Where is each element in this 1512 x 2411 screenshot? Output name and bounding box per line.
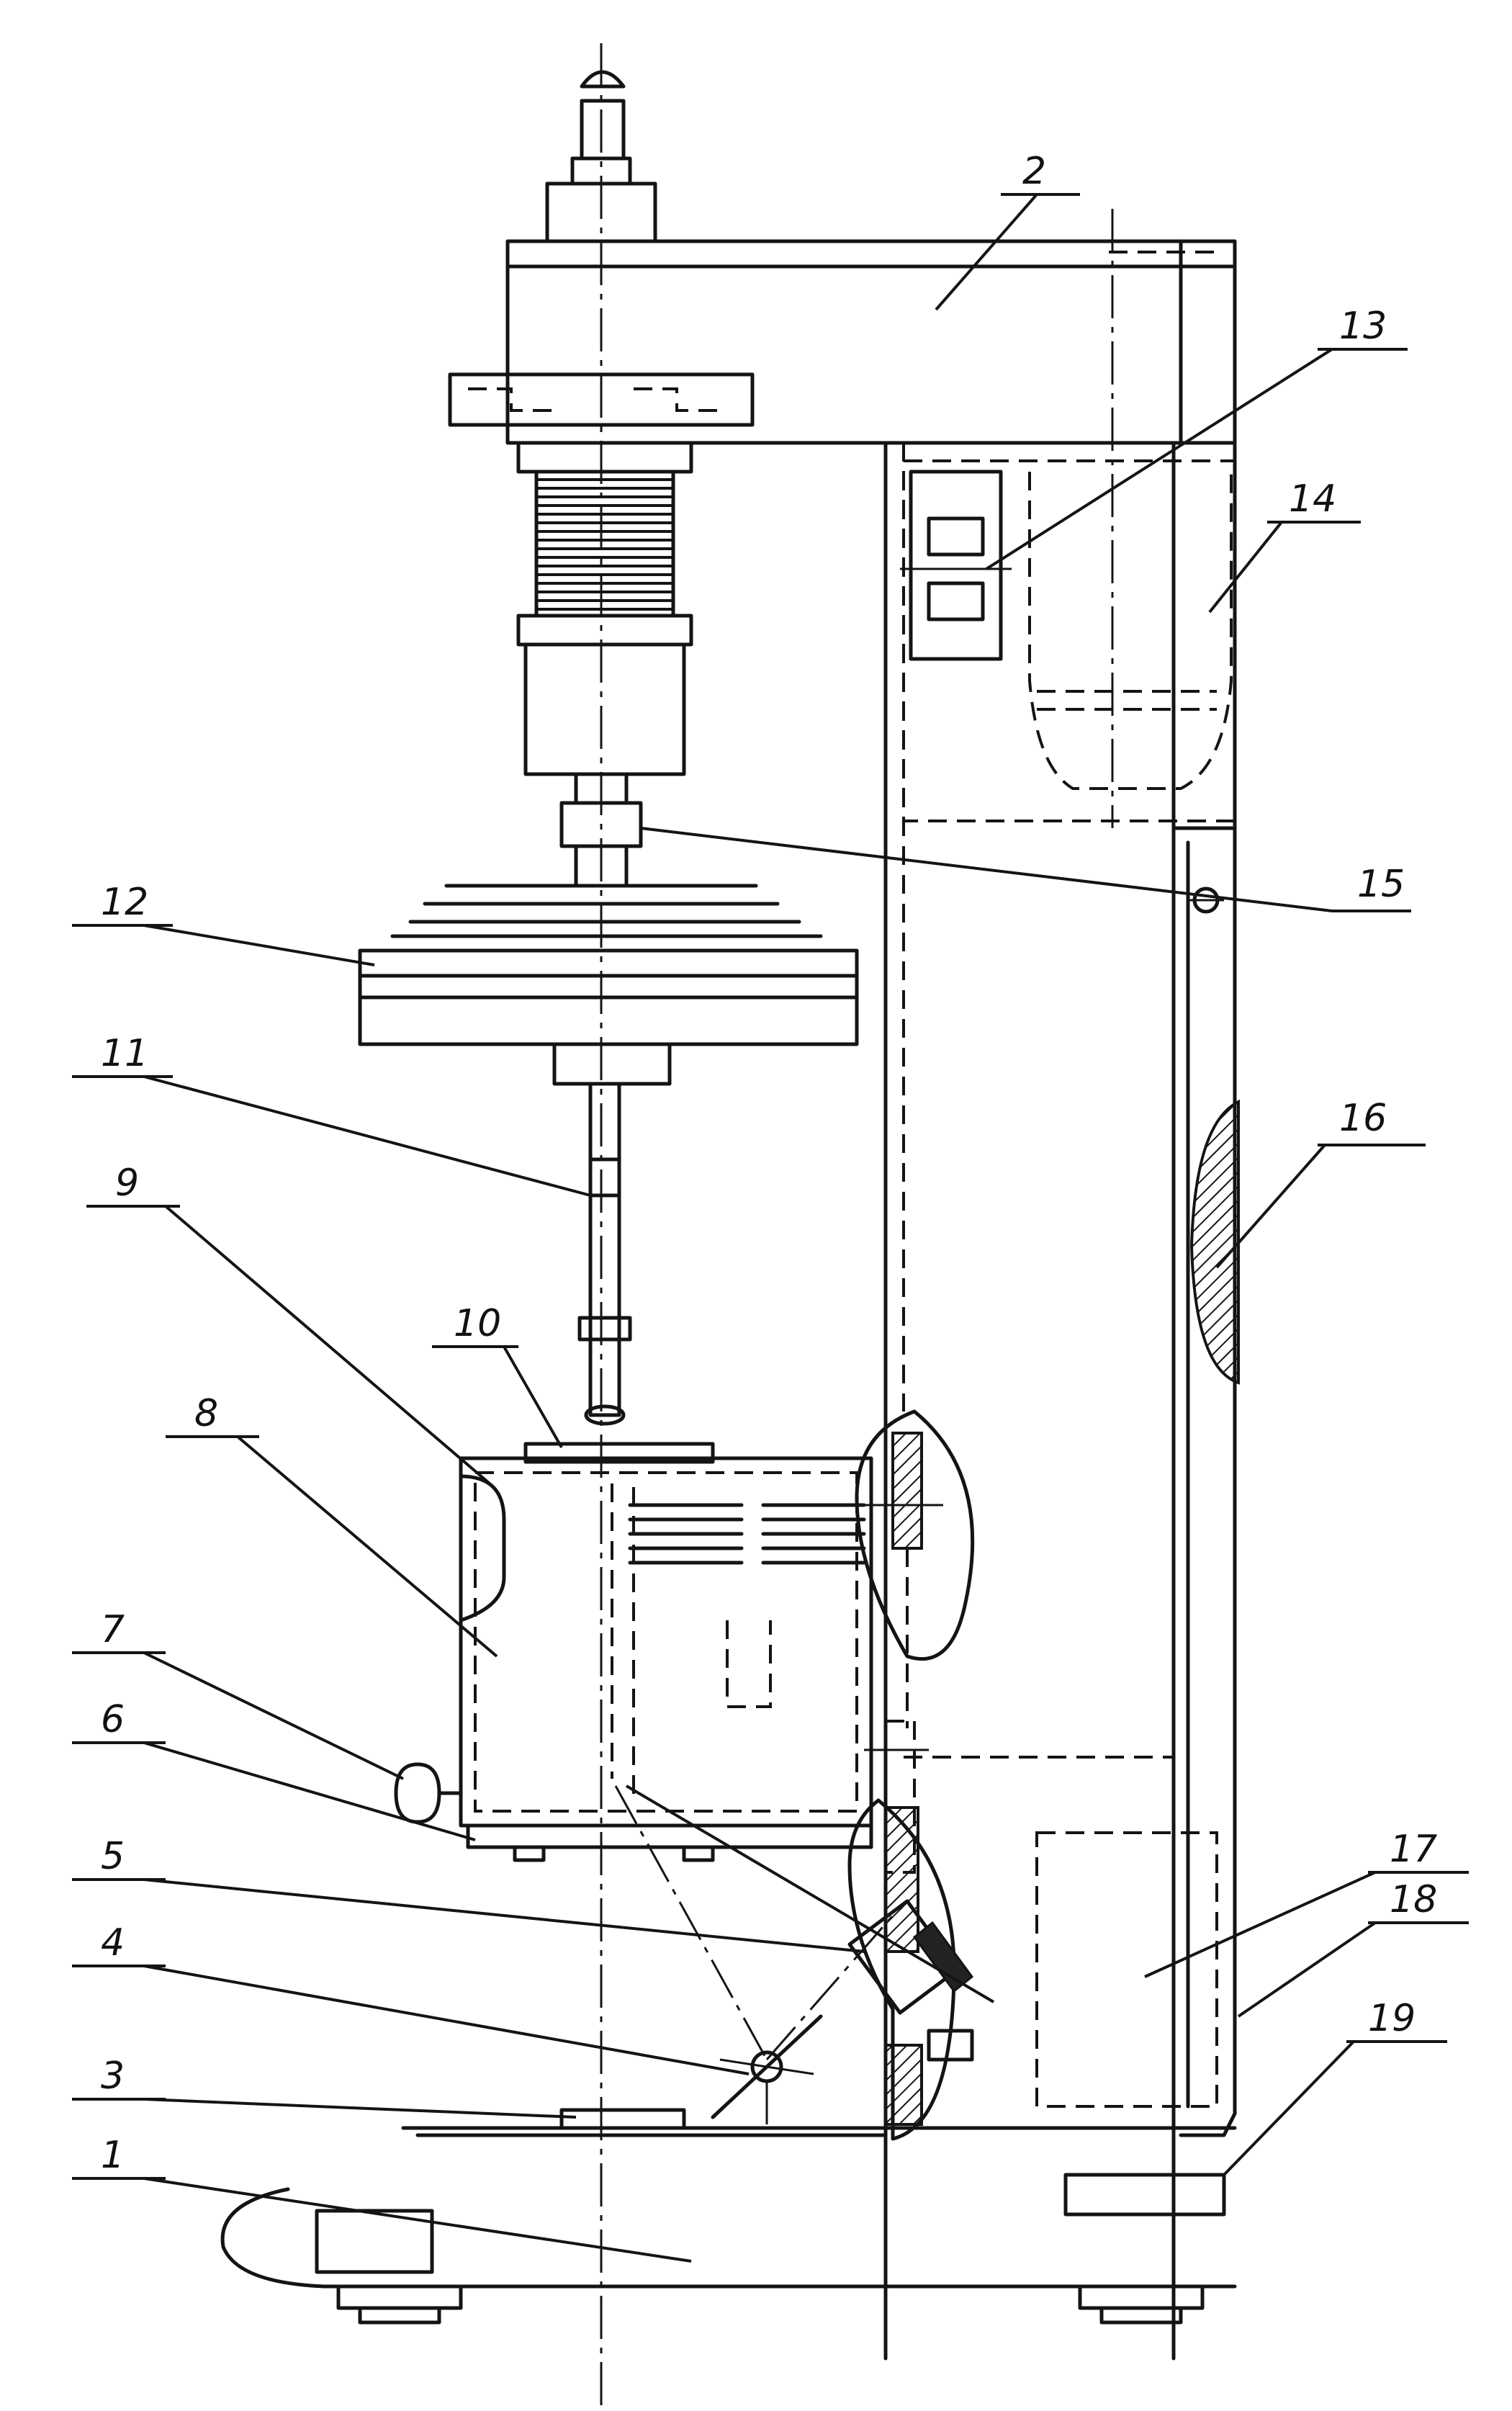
svg-text:8: 8 bbox=[194, 1392, 218, 1435]
illuminator bbox=[625, 1784, 995, 2015]
svg-text:2: 2 bbox=[1022, 150, 1046, 193]
base-feet bbox=[336, 2284, 1205, 2325]
label-17: 17 bbox=[1144, 1828, 1469, 1978]
gauge-windows bbox=[900, 470, 1012, 661]
adjustment-knob bbox=[394, 1762, 463, 1824]
label-18: 18 bbox=[1237, 1878, 1469, 2018]
machine-base bbox=[220, 2108, 1237, 2289]
label-16: 16 bbox=[1215, 1097, 1426, 1269]
label-2: 2 bbox=[935, 150, 1080, 311]
svg-text:4: 4 bbox=[101, 1921, 125, 1965]
svg-text:10: 10 bbox=[454, 1302, 501, 1345]
svg-text:16: 16 bbox=[1339, 1097, 1387, 1140]
label-6: 6 bbox=[72, 1698, 476, 1841]
label-13: 13 bbox=[985, 305, 1408, 570]
upper-cabinet bbox=[902, 459, 1236, 822]
svg-text:7: 7 bbox=[101, 1608, 125, 1651]
label-19: 19 bbox=[1223, 1997, 1447, 2176]
box-plate bbox=[466, 1823, 873, 1862]
threaded-spindle bbox=[516, 441, 693, 888]
svg-text:12: 12 bbox=[101, 881, 148, 924]
svg-text:19: 19 bbox=[1368, 1997, 1416, 2040]
svg-text:11: 11 bbox=[101, 1032, 148, 1075]
rear-panel bbox=[1171, 826, 1240, 2137]
svg-text:6: 6 bbox=[101, 1698, 125, 1741]
beam-flange bbox=[448, 372, 755, 427]
svg-text:5: 5 bbox=[101, 1835, 125, 1878]
svg-text:13: 13 bbox=[1339, 305, 1387, 348]
joint-assembly bbox=[847, 1409, 975, 2141]
lower-cabinet bbox=[904, 1756, 1218, 2108]
label-10: 10 bbox=[432, 1302, 563, 1448]
label-7: 7 bbox=[72, 1608, 404, 1780]
dial-scale-left bbox=[628, 1503, 744, 1565]
svg-text:3: 3 bbox=[101, 2055, 125, 2098]
label-4: 4 bbox=[72, 1921, 750, 2075]
svg-text:17: 17 bbox=[1390, 1828, 1437, 1871]
label-11: 11 bbox=[72, 1032, 591, 1197]
label-12: 12 bbox=[72, 881, 375, 966]
dial-scale-right bbox=[761, 1503, 866, 1565]
label-14: 14 bbox=[1208, 477, 1361, 614]
svg-text:1: 1 bbox=[101, 2134, 125, 2177]
upper-beam bbox=[505, 239, 1237, 445]
svg-text:15: 15 bbox=[1357, 863, 1405, 906]
measuring-box bbox=[459, 1442, 873, 1828]
loading-rod bbox=[577, 1082, 632, 1426]
svg-text:18: 18 bbox=[1390, 1878, 1437, 1921]
weight-stack bbox=[358, 884, 859, 1086]
label-1: 1 bbox=[72, 2134, 692, 2263]
main-column bbox=[883, 441, 1237, 2361]
label-3: 3 bbox=[72, 2055, 577, 2119]
label-8: 8 bbox=[166, 1392, 498, 1658]
svg-text:9: 9 bbox=[115, 1162, 139, 1205]
label-9: 9 bbox=[86, 1162, 491, 1485]
column-screw bbox=[927, 2029, 974, 2062]
mirror bbox=[614, 1785, 894, 2124]
label-15: 15 bbox=[640, 827, 1411, 912]
label-5: 5 bbox=[72, 1835, 865, 1953]
svg-text:14: 14 bbox=[1289, 477, 1336, 521]
